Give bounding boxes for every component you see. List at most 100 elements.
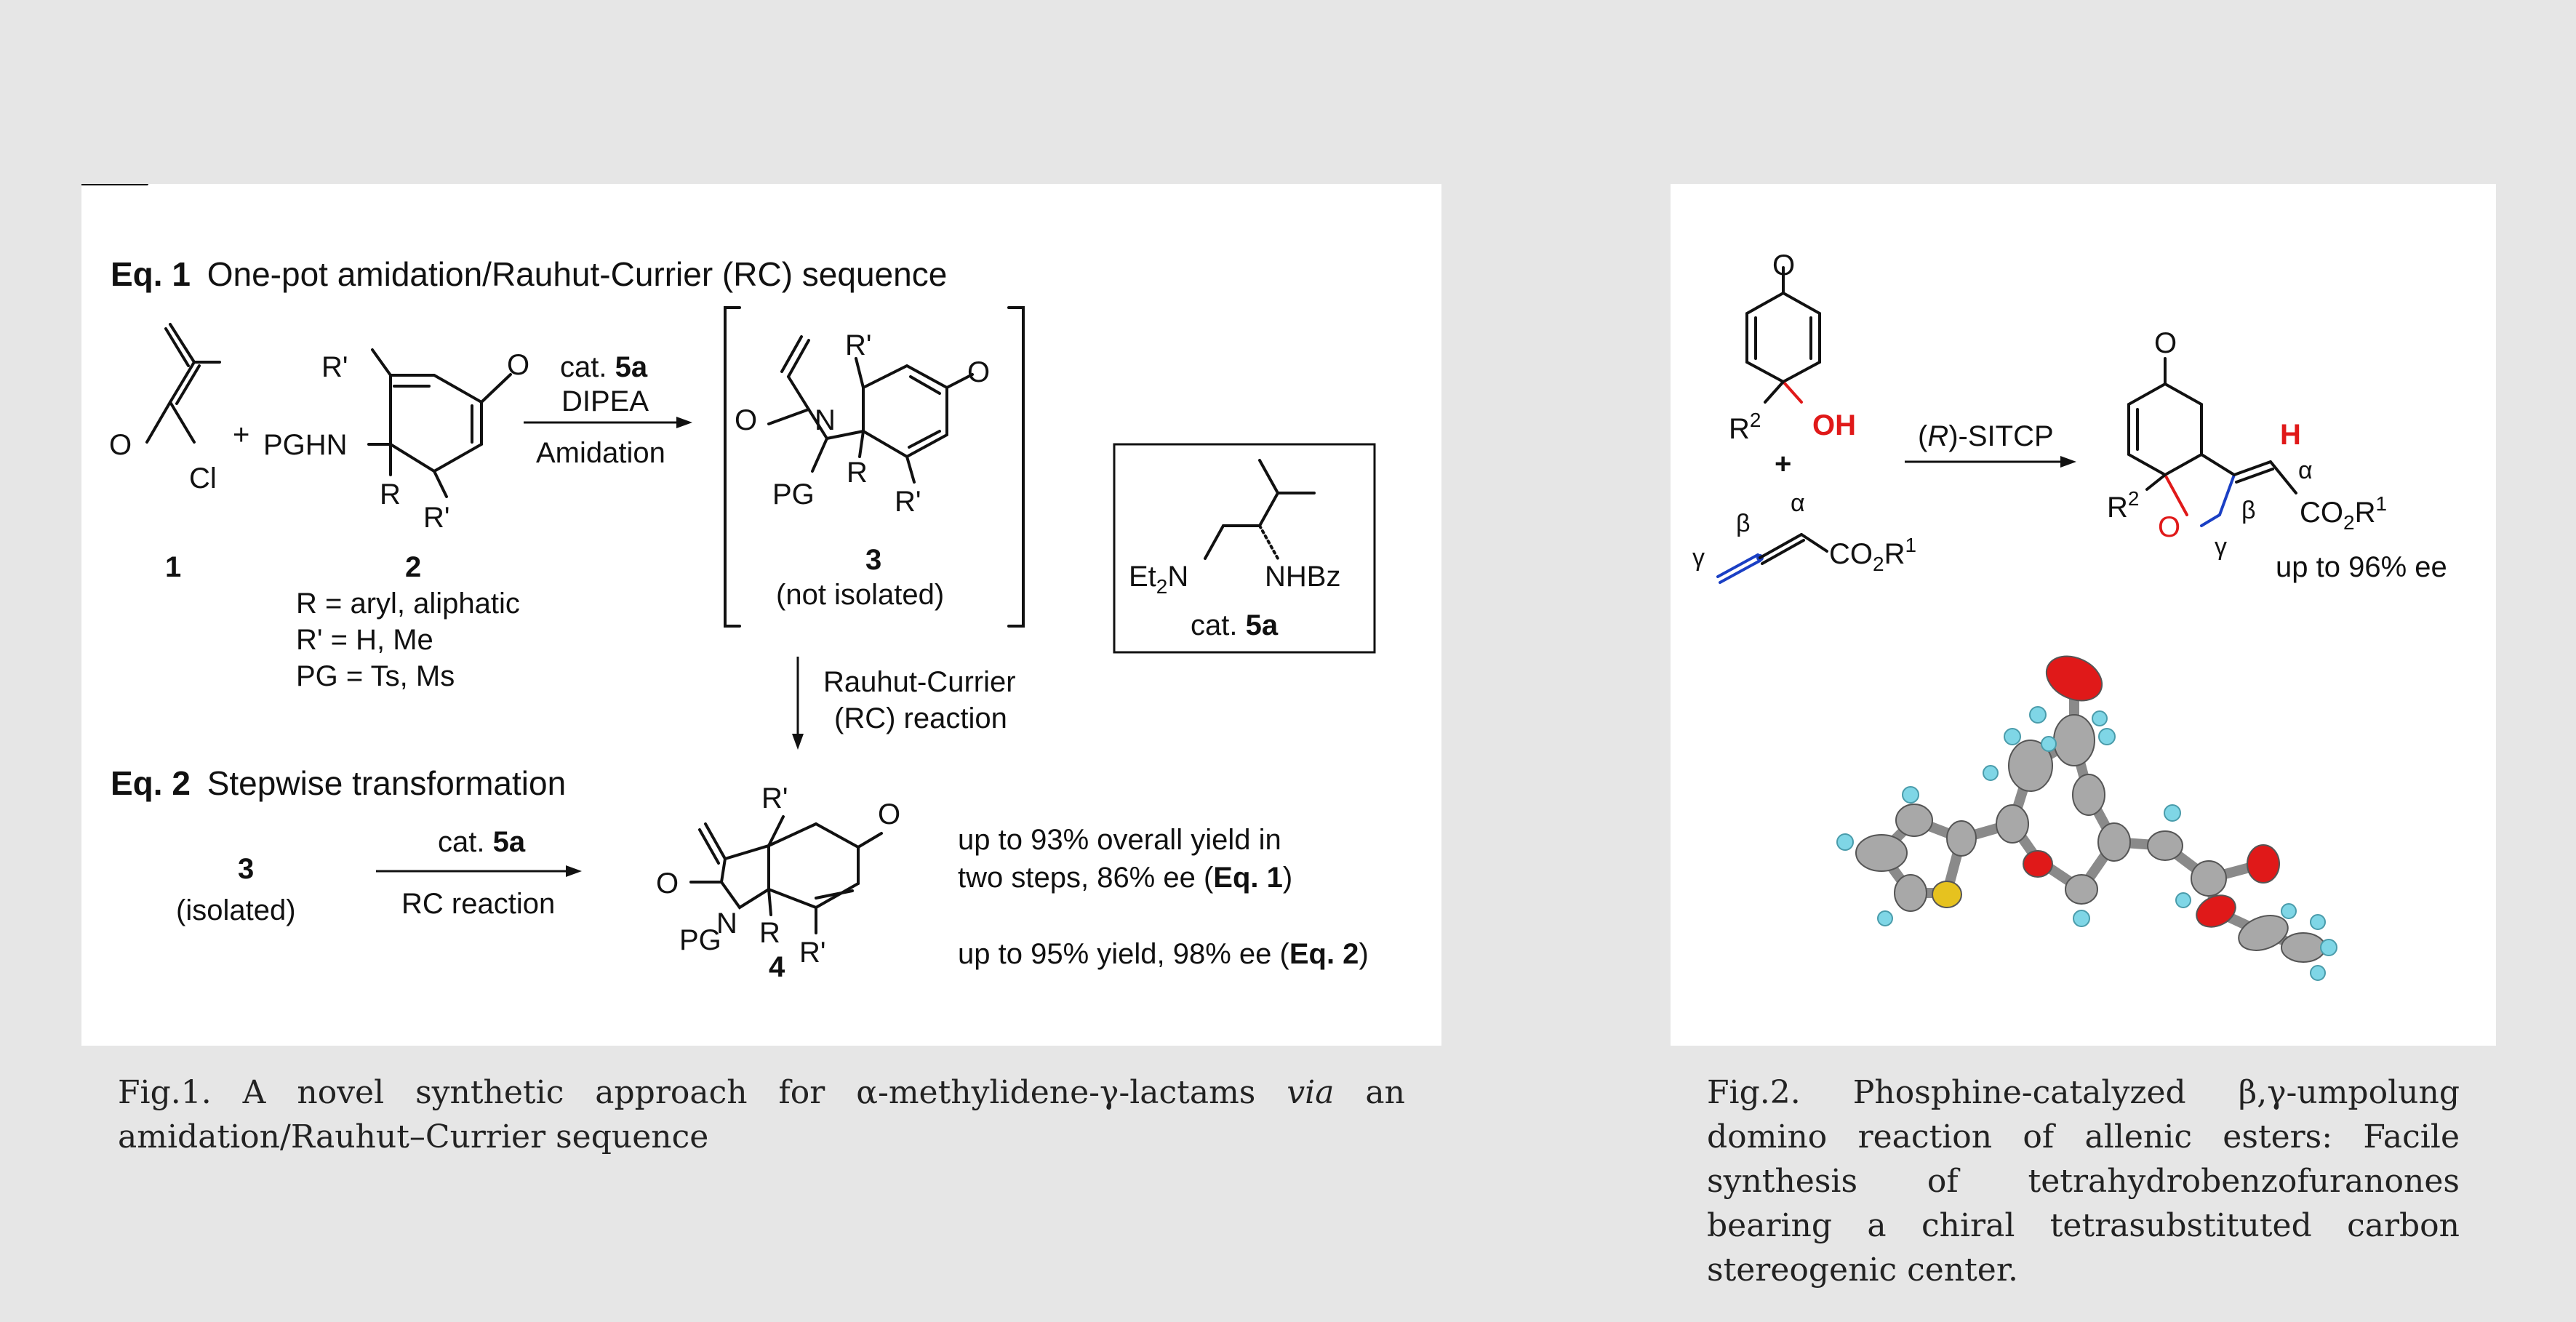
arrow2-label: RC reaction — [401, 888, 555, 920]
allenoate-structure — [1716, 533, 1828, 584]
crystal-structure-image — [1836, 655, 2337, 981]
product-R: R — [2107, 492, 2128, 524]
compound-3-note: (not isolated) — [776, 579, 944, 611]
cmpd4-Rprime-bottom: R' — [799, 937, 826, 969]
product-CO: CO — [2300, 497, 2343, 529]
cmpd2-def-R: R = aryl, aliphatic — [296, 588, 520, 620]
quinol-O: O — [1772, 249, 1795, 281]
product-alpha: α — [2298, 457, 2313, 484]
cmpd4-O-lactam: O — [656, 868, 679, 900]
eq2-title: Stepwise transformation — [207, 764, 566, 802]
cmpd3-Rprime-top: R' — [845, 329, 872, 361]
cmpd4-O-ketone: O — [878, 798, 900, 830]
cmpd3-O-ketone: O — [967, 356, 990, 388]
figure-1-caption-text: Fig.1. A novel synthetic approach for α-… — [118, 1074, 1287, 1111]
result2-ref: Eq. 2 — [1289, 938, 1359, 970]
rc-label-line2: (RC) reaction — [834, 702, 1007, 734]
result1-ref: Eq. 1 — [1213, 862, 1283, 894]
left-bracket — [724, 306, 741, 628]
cmpd3-N: N — [815, 404, 836, 436]
compound-3-structure: O N PG R R' R' O — [735, 329, 990, 518]
cmpd1-O: O — [109, 429, 132, 461]
svg-text:R2: R2 — [1729, 409, 1761, 445]
cmpd2-PGHN: PGHN — [263, 429, 348, 461]
arrow1-cat: cat. — [560, 351, 615, 383]
sitcp-prefix: ( — [1918, 420, 1928, 452]
quinol-R: R — [1729, 413, 1750, 445]
eq1-title: One-pot amidation/Rauhut-Currier (RC) se… — [207, 255, 948, 293]
figure-2-panel: O R2 OH + γ β α CO2R1 (R)-SITCP O H α — [1671, 184, 2496, 1046]
cmpd2-O: O — [507, 349, 529, 381]
cmpd2-Rprime-bottom: R' — [423, 502, 450, 534]
product-beta: β — [2241, 497, 2256, 524]
arrow1-base: DIPEA — [561, 385, 649, 417]
product-ring-O: O — [2158, 511, 2180, 543]
cmpd2-R: R — [380, 478, 401, 510]
cmpd2-Rprime-top: R' — [321, 351, 348, 383]
figure-2-scheme: O R2 OH + γ β α CO2R1 (R)-SITCP O H α — [1692, 249, 2447, 981]
cmpd2-def-Rprime: R' = H, Me — [296, 624, 433, 656]
figure-1-caption-end: an amidation/Rauhut–Currier sequence — [118, 1074, 1405, 1155]
product-structure — [2127, 357, 2297, 527]
figure-1-caption: Fig.1. A novel synthetic approach for α-… — [118, 1070, 1405, 1159]
allenoate-gamma: γ — [1692, 544, 1705, 572]
svg-text:cat. 5a: cat. 5a — [560, 351, 648, 383]
allenoate-CO-subscript: 2 — [1873, 553, 1884, 575]
arrow1-label: Amidation — [536, 437, 665, 469]
plus-sign: + — [233, 419, 249, 451]
product-ester-R: R — [2355, 497, 2376, 529]
compound-4-number: 4 — [769, 951, 785, 983]
rc-arrow-head — [792, 734, 804, 750]
cmpd4-N: N — [716, 908, 737, 940]
quinol-R-superscript: 2 — [1750, 409, 1761, 431]
product-gamma: γ — [2215, 533, 2227, 561]
compound-1-number: 1 — [165, 551, 181, 583]
cmpd4-PG: PG — [679, 924, 721, 956]
product-R-superscript: 2 — [2128, 487, 2140, 510]
arrow2-cat-number: 5a — [493, 826, 526, 858]
compound-2-number: 2 — [405, 551, 421, 583]
cmpd4-R: R — [759, 917, 780, 949]
compound-3-number: 3 — [865, 544, 881, 576]
product-ester-R-superscript: 1 — [2375, 492, 2387, 515]
result1-line2: two steps, 86% ee ( — [958, 862, 1214, 894]
svg-text:Eq. 2 Stepwise transformat: Eq. 2 Stepwise transformation — [111, 764, 566, 802]
quinol-OH: OH — [1812, 409, 1856, 441]
result2-text: up to 95% yield, 98% ee ( — [958, 938, 1290, 970]
rc-label-line1: Rauhut-Currier — [823, 666, 1016, 698]
catalyst-5a-structure — [1204, 459, 1316, 560]
eq2-label: Eq. 2 — [111, 764, 191, 802]
cmpd4-Rprime-top: R' — [761, 782, 788, 814]
cmpd3-PG: PG — [772, 478, 815, 510]
quinol-structure — [1745, 266, 1821, 404]
product-CO-subscript: 2 — [2343, 511, 2355, 534]
product-H: H — [2280, 419, 2301, 451]
compound-2-structure: R' O PGHN R R' — [263, 348, 529, 534]
catalyst-Et-subscript: 2 — [1156, 575, 1168, 598]
arrow2-head — [566, 865, 582, 877]
figure-2-caption: Fig.2. Phosphine-catalyzed β,γ-umpolung … — [1707, 1070, 2460, 1292]
cmpd1-Cl: Cl — [189, 462, 217, 494]
catalyst-NHBz: NHBz — [1265, 561, 1340, 593]
svg-text:cat. 5a: cat. 5a — [1191, 609, 1279, 641]
svg-text:two steps, 86% ee (Eq. 1): two steps, 86% ee (Eq. 1) — [958, 862, 1292, 894]
svg-text:cat. 5a: cat. 5a — [438, 826, 526, 858]
figure-1-scheme: Eq. 1 One-pot amidation/Rauhut-Currier (… — [81, 184, 1376, 983]
result1-close: ) — [1283, 862, 1292, 894]
figure-1-caption-italic: via — [1287, 1074, 1335, 1111]
figure-2-caption-text: Fig.2. Phosphine-catalyzed β,γ-umpolung … — [1707, 1074, 2460, 1289]
svg-text:CO2R1: CO2R1 — [1829, 534, 1916, 575]
arrow1-head — [676, 417, 692, 428]
eq1-label: Eq. 1 — [111, 255, 191, 293]
cmpd3-Rprime-bottom: R' — [895, 486, 921, 518]
catalyst-label: cat. — [1191, 609, 1246, 641]
figure-1-panel: Eq. 1 One-pot amidation/Rauhut-Currier (… — [81, 184, 1441, 1046]
cmpd3-R: R — [847, 457, 868, 489]
right-bracket — [1007, 306, 1025, 628]
compound-4-structure — [689, 815, 883, 934]
product-ee: up to 96% ee — [2276, 551, 2447, 583]
catalyst-box — [1113, 443, 1376, 654]
allenoate-CO: CO — [1829, 538, 1873, 570]
svg-text:CO2R1: CO2R1 — [2300, 492, 2387, 534]
svg-text:R2: R2 — [2107, 487, 2139, 524]
